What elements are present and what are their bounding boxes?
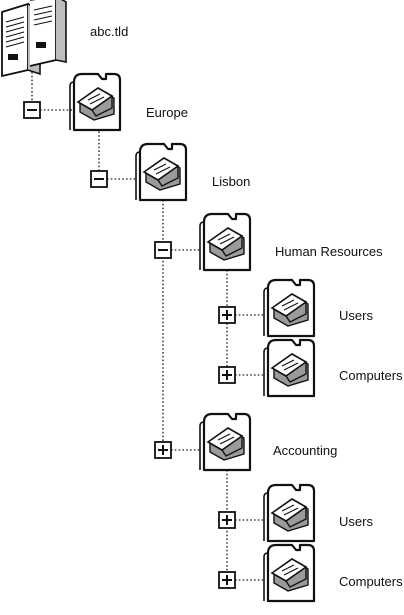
toggle-acc-computers[interactable] (218, 571, 236, 589)
node-label-lisbon[interactable]: Lisbon (212, 174, 251, 189)
ou-folder-icon[interactable] (68, 72, 122, 132)
node-label-accounting[interactable]: Accounting (273, 443, 338, 458)
ou-folder-icon[interactable] (198, 412, 252, 472)
node-label-acc-users[interactable]: Users (339, 514, 373, 529)
node-label-europe[interactable]: Europe (146, 105, 188, 120)
ou-folder-icon[interactable] (198, 212, 252, 272)
ou-folder-icon[interactable] (262, 278, 316, 338)
toggle-accounting[interactable] (154, 441, 172, 459)
server-icon (1, 0, 67, 78)
ou-folder-icon[interactable] (262, 483, 316, 543)
node-label-hr-users[interactable]: Users (339, 308, 373, 323)
toggle-human-resources[interactable] (154, 241, 172, 259)
ou-folder-icon[interactable] (134, 142, 188, 202)
toggle-europe[interactable] (23, 101, 41, 119)
toggle-lisbon[interactable] (90, 170, 108, 188)
toggle-hr-computers[interactable] (218, 366, 236, 384)
toggle-acc-users[interactable] (218, 511, 236, 529)
ou-folder-icon[interactable] (262, 543, 316, 603)
root-domain-label: abc.tld (90, 24, 129, 39)
node-label-hr-computers[interactable]: Computers (339, 368, 403, 383)
node-label-acc-computers[interactable]: Computers (339, 574, 403, 589)
ou-folder-icon[interactable] (262, 338, 316, 398)
toggle-hr-users[interactable] (218, 306, 236, 324)
node-label-human-resources[interactable]: Human Resources (275, 244, 383, 259)
